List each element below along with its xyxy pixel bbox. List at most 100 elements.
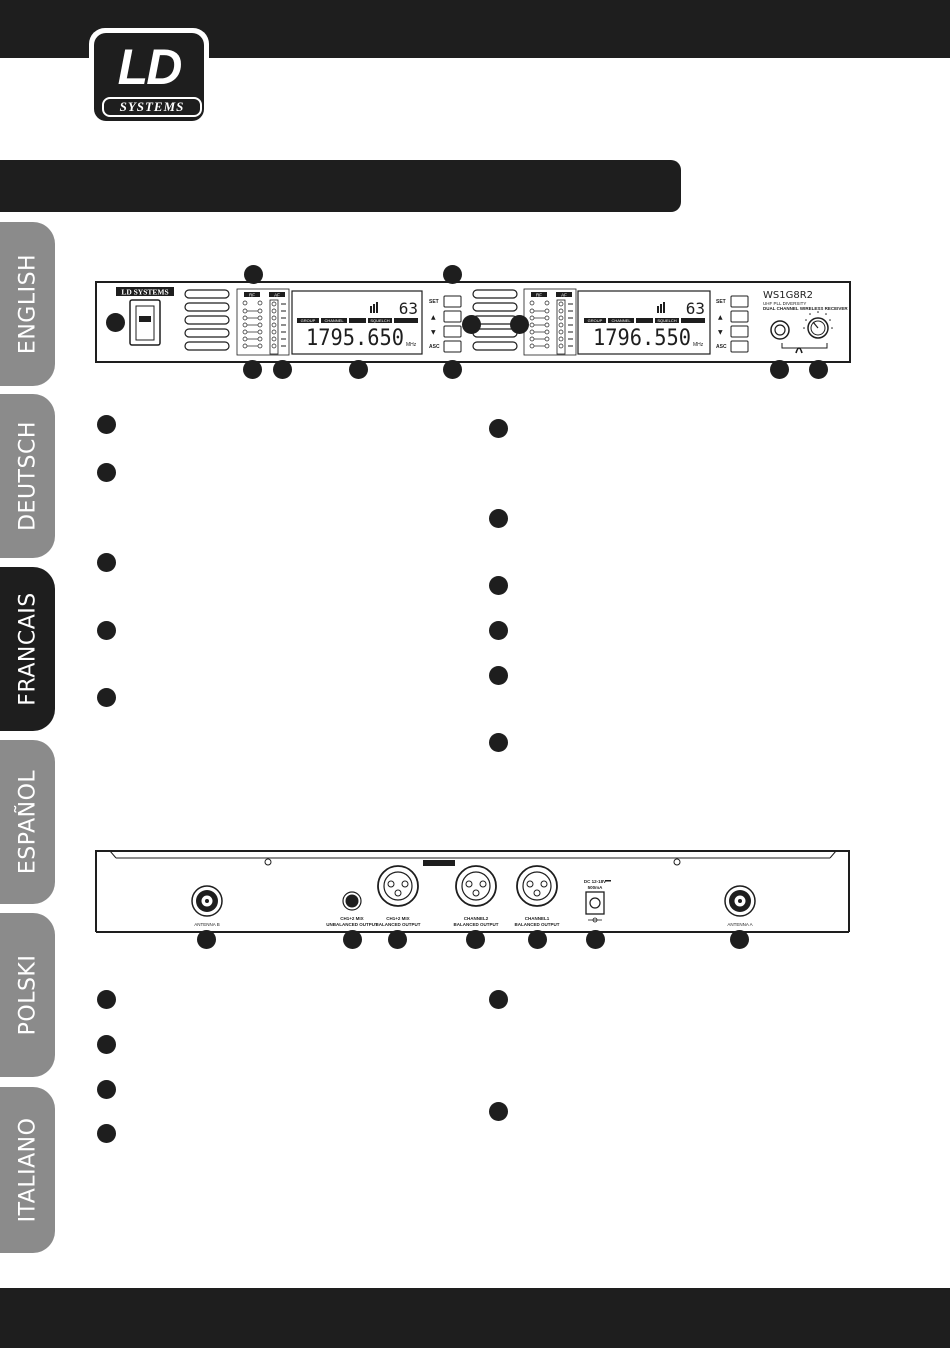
bottom-banner xyxy=(0,1288,950,1348)
btn-b-up[interactable] xyxy=(730,310,749,323)
screw-icon xyxy=(673,858,681,866)
callout-marker xyxy=(528,930,547,949)
btn-a-down-label: ▼ xyxy=(431,329,436,336)
callout-marker xyxy=(466,930,485,949)
power-rocker xyxy=(135,305,155,341)
callout-marker xyxy=(809,360,828,379)
dc-label-1: DC 12-18V xyxy=(584,879,606,884)
tab-english[interactable]: ENGLISH xyxy=(0,222,55,386)
btn-a-asc-label: ASC xyxy=(429,344,440,350)
headphone-jack-inner xyxy=(774,324,786,336)
callout-marker xyxy=(343,930,362,949)
power-indicator xyxy=(139,316,151,322)
screw-icon xyxy=(264,858,272,866)
lcd-a-group-tag: GROUP xyxy=(301,318,316,323)
lcd-b-group-tag: GROUP xyxy=(588,318,603,323)
logo-main-text: LD xyxy=(117,39,183,95)
volume-scale-dots xyxy=(803,311,833,329)
callout-marker xyxy=(462,315,481,334)
btn-a-up[interactable] xyxy=(443,310,462,323)
list-marker xyxy=(97,990,116,1009)
dc-label-2: 500mA xyxy=(588,885,604,890)
front-brand-box xyxy=(116,287,174,296)
list-marker xyxy=(489,509,508,528)
callout-marker xyxy=(273,360,292,379)
meters-a: RF AF xyxy=(236,288,290,356)
mix-unbalanced-jack-hole xyxy=(345,894,359,908)
mix-balanced-label-1: CH1+2 MIX xyxy=(386,916,409,921)
buttons-a: SET ▲ ▼ ASC xyxy=(429,295,462,353)
btn-b-up-label: ▲ xyxy=(718,314,723,321)
callout-marker xyxy=(243,360,262,379)
dc-socket-hole xyxy=(589,897,601,909)
list-marker xyxy=(489,576,508,595)
list-marker xyxy=(97,1124,116,1143)
callout-marker xyxy=(770,360,789,379)
headphone-icon xyxy=(795,347,803,354)
meters-b: RF AF xyxy=(523,288,577,356)
ch2-label-2: BALANCED OUTPUT xyxy=(454,922,499,927)
list-marker xyxy=(97,463,116,482)
lcd-a: 63 GROUP CHANNEL SQUELCH 1795.650 MHz xyxy=(291,290,423,355)
mix-unbalanced-label-2: UNBALANCED OUTPUT xyxy=(326,922,378,927)
tab-deutsch[interactable]: DEUTSCH xyxy=(0,394,55,558)
lcd-b-frequency: 1796.550 xyxy=(593,326,691,351)
antenna-a-pin xyxy=(738,899,742,903)
model-name: WS1G8R2 xyxy=(763,290,813,301)
btn-b-asc-label: ASC xyxy=(716,344,727,350)
ld-systems-logo: LD SYSTEMS xyxy=(89,28,209,126)
list-marker xyxy=(97,1080,116,1099)
section-title-bar xyxy=(0,160,681,212)
btn-a-up-label: ▲ xyxy=(431,314,436,321)
lcd-b-channel: 63 xyxy=(686,299,705,318)
callout-marker xyxy=(730,930,749,949)
lcd-a-channel: 63 xyxy=(399,299,418,318)
list-marker xyxy=(489,666,508,685)
list-marker xyxy=(489,990,508,1009)
vent-slots-a xyxy=(184,289,230,351)
btn-a-down[interactable] xyxy=(443,325,462,338)
callout-marker xyxy=(586,930,605,949)
list-marker xyxy=(97,688,116,707)
list-marker xyxy=(97,621,116,640)
ch1-label-1: CHANNEL1 xyxy=(525,916,550,921)
callout-marker xyxy=(510,315,529,334)
front-brand: LD SYSTEMS xyxy=(121,288,168,297)
dc-input-socket[interactable] xyxy=(585,891,605,915)
tab-polski[interactable]: POLSKI xyxy=(0,913,55,1077)
btn-b-set[interactable] xyxy=(730,295,749,308)
btn-b-down-label: ▼ xyxy=(718,329,723,336)
meter-b-af-label: AF xyxy=(561,292,567,297)
lcd-b-squelch-tag: SQUELCH xyxy=(657,318,676,323)
list-marker xyxy=(489,733,508,752)
callout-marker xyxy=(106,313,125,332)
callout-marker xyxy=(388,930,407,949)
logo-sub-text: SYSTEMS xyxy=(102,97,202,117)
tab-francais[interactable]: FRANCAIS xyxy=(0,567,55,731)
headphone-bracket xyxy=(781,343,828,349)
antenna-b-pin xyxy=(205,899,209,903)
callout-marker xyxy=(244,265,263,284)
btn-b-set-label: SET xyxy=(716,299,726,305)
list-marker xyxy=(97,553,116,572)
lcd-a-squelch-tag: SQUELCH xyxy=(370,318,389,323)
meter-a-rf-label: RF xyxy=(249,292,255,297)
btn-a-set[interactable] xyxy=(443,295,462,308)
btn-a-set-label: SET xyxy=(429,299,439,305)
lcd-b-unit: MHz xyxy=(693,342,704,348)
tab-espanol[interactable]: ESPAÑOL xyxy=(0,740,55,904)
lcd-b-channel-tag: CHANNEL xyxy=(611,318,631,323)
list-marker xyxy=(97,415,116,434)
callout-marker xyxy=(197,930,216,949)
buttons-b: SET ▲ ▼ ASC xyxy=(716,295,749,353)
rear-label-plate xyxy=(423,860,455,866)
dc-symbol-icon xyxy=(605,880,611,882)
mix-unbalanced-label-1: CH1+2 MIX xyxy=(340,916,363,921)
list-marker xyxy=(97,1035,116,1054)
btn-a-asc[interactable] xyxy=(443,340,462,353)
btn-b-down[interactable] xyxy=(730,325,749,338)
tab-italiano[interactable]: ITALIANO xyxy=(0,1087,55,1253)
btn-b-asc[interactable] xyxy=(730,340,749,353)
mix-balanced-label-2: BALANCED OUTPUT xyxy=(376,922,421,927)
